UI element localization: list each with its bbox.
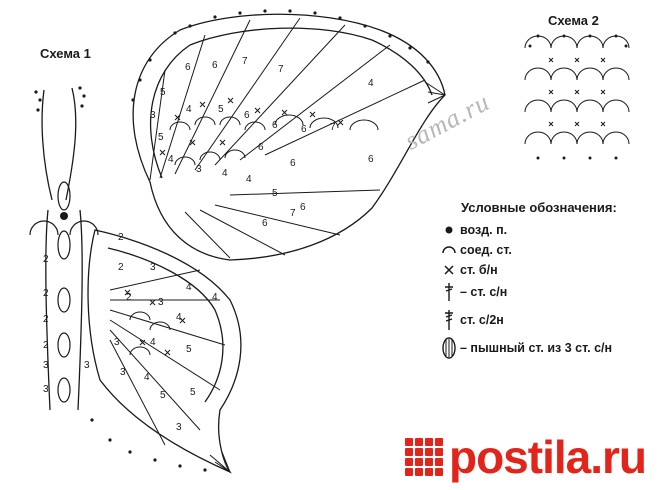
lower-wing-spokes xyxy=(109,269,226,446)
row-number: 5 xyxy=(272,188,278,199)
row-number: 6 xyxy=(272,120,278,131)
upper-wing-outline xyxy=(132,13,446,261)
legend-text: – ст. с/н xyxy=(460,285,508,299)
inner-scallops xyxy=(129,114,379,356)
scheme-1-title: Схема 1 xyxy=(40,46,91,61)
row-number: 4 xyxy=(168,154,174,165)
lower-wing-outline xyxy=(87,229,242,474)
brand-name: postila.ru xyxy=(448,431,647,483)
row-number: 4 xyxy=(176,312,182,323)
row-number: 4 xyxy=(246,174,252,185)
row-number: 4 xyxy=(212,292,218,303)
row-number: 3 xyxy=(150,110,156,121)
row-number: 4 xyxy=(368,78,374,89)
row-number: 3 xyxy=(176,422,182,433)
legend-item-puff-stitch: – пышный ст. из 3 ст. с/н xyxy=(438,337,613,359)
row-number: 6 xyxy=(212,60,218,71)
row-number: 7 xyxy=(290,208,296,219)
row-number: 5 xyxy=(186,344,192,355)
scheme-2-diagram xyxy=(524,35,630,145)
legend-text: ст. с/2н xyxy=(460,313,504,327)
slip-stitch-arc-icon xyxy=(438,245,460,255)
body-outline xyxy=(45,209,83,411)
row-number: 7 xyxy=(278,64,284,75)
row-number: 4 xyxy=(186,104,192,115)
legend-item-slip-stitch: соед. ст. xyxy=(438,240,512,260)
legend-title: Условные обозначения: xyxy=(461,200,617,215)
row-number: 6 xyxy=(290,158,296,169)
scheme-2-title: Схема 2 xyxy=(548,13,599,28)
row-number: 7 xyxy=(330,122,336,133)
row-number: 6 xyxy=(244,110,250,121)
row-number: 5 xyxy=(160,390,166,401)
double-crochet-icon xyxy=(438,282,460,302)
legend-text: соед. ст. xyxy=(460,243,512,257)
legend-item-treble-crochet: ст. с/2н xyxy=(438,310,504,330)
row-number: 5 xyxy=(218,104,224,115)
antenna-right xyxy=(65,87,77,201)
row-number: 5 xyxy=(190,387,196,398)
row-number: 7 xyxy=(242,56,248,67)
wing-tip-fans xyxy=(209,81,446,473)
scheme-2-crosses xyxy=(548,57,606,127)
row-number: 3 xyxy=(158,297,164,308)
row-number: 3 xyxy=(114,337,120,348)
row-number: 2 xyxy=(43,340,49,351)
row-number: 6 xyxy=(185,62,191,73)
chain-dots xyxy=(34,9,430,472)
legend-text: возд. п. xyxy=(460,223,508,237)
row-number: 2 xyxy=(43,254,49,265)
row-number: 3 xyxy=(196,164,202,175)
row-number: 6 xyxy=(368,154,374,165)
legend-text: ст. б/н xyxy=(460,263,498,277)
row-number: 3 xyxy=(84,360,90,371)
row-number: 3 xyxy=(43,360,49,371)
treble-crochet-icon xyxy=(438,309,460,331)
puff-stitch-icon xyxy=(438,337,460,359)
single-crochet-cross-icon xyxy=(438,264,460,276)
row-number: 4 xyxy=(222,168,228,179)
legend-item-double-crochet: – ст. с/н xyxy=(438,282,507,302)
scheme-2-chain-dots xyxy=(528,34,628,160)
row-number: 2 xyxy=(43,314,49,325)
brand-logo: postila.ru xyxy=(404,430,647,484)
row-number: 3 xyxy=(120,367,126,378)
row-number: 2 xyxy=(43,288,49,299)
stitch-crosses xyxy=(124,97,344,356)
row-number: 3 xyxy=(43,384,49,395)
legend-item-chain: возд. п. xyxy=(438,220,507,240)
row-number: 6 xyxy=(262,218,268,229)
brand-grid-icon xyxy=(404,438,443,476)
row-number: 4 xyxy=(150,337,156,348)
legend-item-single-crochet: ст. б/н xyxy=(438,260,498,280)
row-number: 2 xyxy=(118,262,124,273)
row-number: 2 xyxy=(126,292,132,303)
row-number: 6 xyxy=(258,142,264,153)
row-number: 6 xyxy=(301,124,307,135)
chain-dot-icon xyxy=(438,225,460,235)
upper-wing-spokes xyxy=(149,17,426,259)
row-number: 5 xyxy=(158,132,164,143)
row-number: 2 xyxy=(118,232,124,243)
row-number: 4 xyxy=(186,282,192,293)
legend-text: – пышный ст. из 3 ст. с/н xyxy=(460,341,613,355)
body-puff-stitches xyxy=(29,181,99,403)
row-number: 5 xyxy=(160,87,166,98)
row-number: 4 xyxy=(144,372,150,383)
antenna-left xyxy=(41,89,53,201)
body-row-numbers: 2 2 2 2 3 3 3 xyxy=(43,254,90,395)
row-number: 3 xyxy=(150,262,156,273)
row-number: 6 xyxy=(300,202,306,213)
